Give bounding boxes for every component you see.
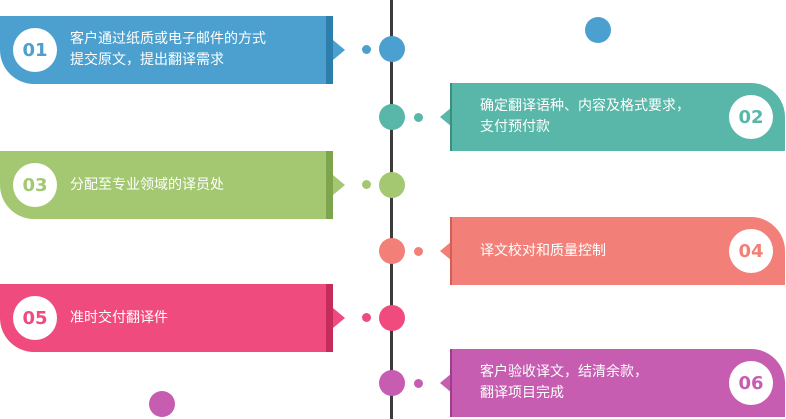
decorative-circle-blue: [585, 17, 611, 43]
timeline-line: [390, 0, 393, 419]
step-05-timeline-node: [379, 305, 405, 331]
step-06: 客户验收译文，结清余款， 翻译项目完成 06: [440, 349, 786, 417]
step-01-text: 客户通过纸质或电子邮件的方式 提交原文，提出翻译需求: [70, 31, 266, 68]
step-02-text: 确定翻译语种、内容及格式要求， 支付预付款: [480, 98, 690, 135]
step-03-fold: [326, 151, 333, 219]
step-06-connector-dot: [414, 379, 423, 388]
step-01-connector-dot: [362, 45, 371, 54]
step-02-connector-dot: [414, 113, 423, 122]
step-04-number: 04: [729, 229, 773, 273]
decorative-circle-purple: [149, 391, 175, 417]
step-04-timeline-node: [379, 238, 405, 264]
step-05: 准时交付翻译件 05: [0, 284, 345, 352]
step-06-arrow: [440, 373, 452, 393]
step-06-timeline-node: [379, 370, 405, 396]
step-06-number: 06: [729, 361, 773, 405]
step-01-fold: [326, 16, 333, 84]
step-02: 确定翻译语种、内容及格式要求， 支付预付款 02: [440, 83, 786, 151]
step-02-timeline-node: [379, 104, 405, 130]
step-03-connector-dot: [362, 180, 371, 189]
step-06-text: 客户验收译文，结清余款， 翻译项目完成: [480, 364, 648, 401]
step-01-timeline-node: [379, 36, 405, 62]
step-05-fold: [326, 284, 333, 352]
step-04-connector-dot: [414, 247, 423, 256]
step-04: 译文校对和质量控制 04: [440, 217, 786, 285]
step-04-arrow: [440, 241, 452, 261]
step-01-number: 01: [13, 28, 57, 72]
step-02-arrow: [440, 107, 452, 127]
step-05-arrow: [333, 308, 345, 328]
step-03-text: 分配至专业领域的译员处: [70, 176, 224, 193]
step-01-arrow: [333, 40, 345, 60]
step-03: 分配至专业领域的译员处 03: [0, 151, 345, 219]
step-02-banner: 确定翻译语种、内容及格式要求， 支付预付款: [452, 83, 785, 151]
step-05-text: 准时交付翻译件: [70, 309, 168, 326]
step-03-number: 03: [13, 163, 57, 207]
step-01: 客户通过纸质或电子邮件的方式 提交原文，提出翻译需求 01: [0, 16, 345, 84]
step-05-connector-dot: [362, 313, 371, 322]
step-04-text: 译文校对和质量控制: [480, 242, 606, 259]
step-03-arrow: [333, 175, 345, 195]
step-06-banner: 客户验收译文，结清余款， 翻译项目完成: [452, 349, 785, 417]
step-02-number: 02: [729, 95, 773, 139]
step-03-timeline-node: [379, 172, 405, 198]
step-05-number: 05: [13, 296, 57, 340]
